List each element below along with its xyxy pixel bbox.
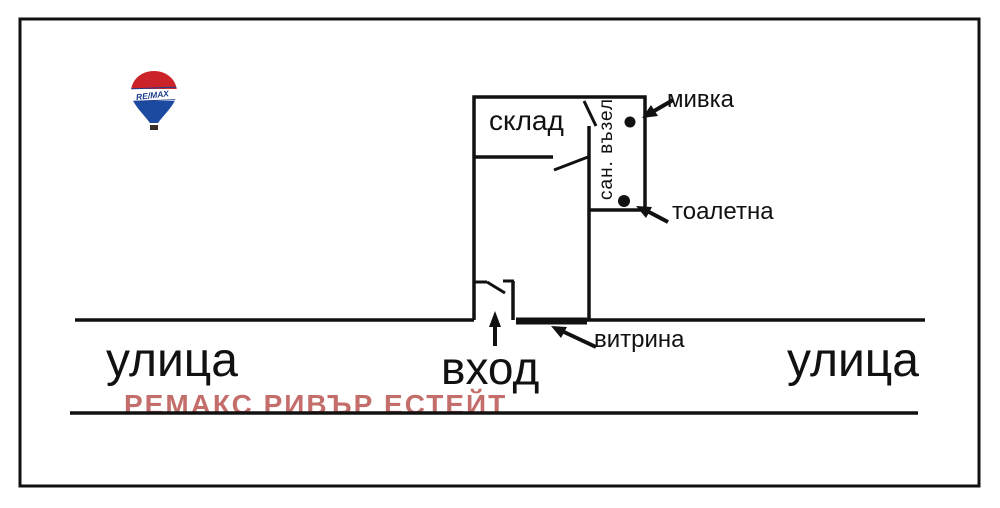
entrance-arrow <box>489 311 501 346</box>
shop-window-label: витрина <box>594 326 685 353</box>
toilet-arrow <box>636 206 669 224</box>
balloon-red-band <box>131 71 177 89</box>
sink-dot <box>624 116 636 128</box>
remax-balloon-logo: RE/MAX <box>131 71 177 130</box>
sanitary-door-swing <box>582 100 598 127</box>
balloon-basket <box>150 125 158 130</box>
street-label-left: улица <box>106 334 238 387</box>
toilet-label: тоалетна <box>672 198 774 225</box>
entrance-label: вход <box>441 342 540 394</box>
building-outline <box>472 95 647 320</box>
shop-window-arrow <box>551 326 597 349</box>
balloon-brand-text: RE/MAX <box>135 88 170 102</box>
entrance-door-swing <box>486 280 506 295</box>
outer-border <box>18 17 981 488</box>
balloon-blue-band <box>131 101 177 123</box>
street-label-right: улица <box>787 334 919 387</box>
storage-room-label: склад <box>489 105 564 136</box>
balloon-white-band <box>131 89 177 101</box>
sink-label: мивка <box>667 86 735 113</box>
toilet-dot <box>618 195 630 207</box>
sanitary-unit-label: сан. възел <box>596 98 617 200</box>
storage-door-swing <box>553 155 589 172</box>
sink-arrow <box>642 98 675 118</box>
